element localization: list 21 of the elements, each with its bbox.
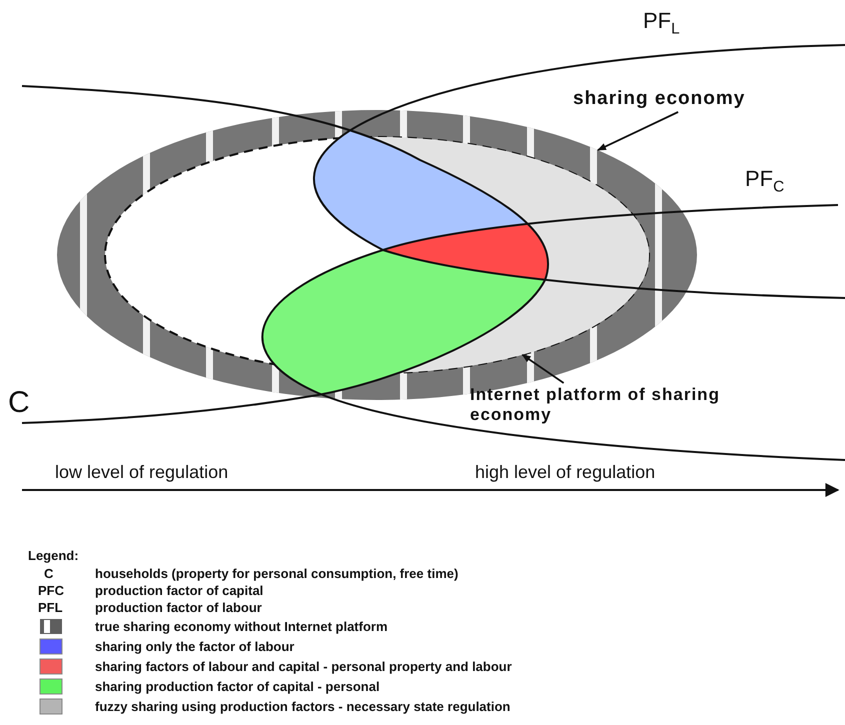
callout-label: Internet platform of sharing economy [470, 385, 720, 424]
legend-key: PFL [38, 600, 63, 615]
legend-text: fuzzy sharing using production factors - necessary state regulation [95, 699, 510, 714]
leader-arrow [597, 111, 679, 151]
axis-label: high level of regulation [475, 462, 656, 483]
legend-text: production factor of labour [95, 600, 262, 615]
legend-text: sharing only the factor of labour [95, 639, 294, 654]
legend-text: true sharing economy without Internet platform [95, 619, 388, 634]
callout-label: sharing economy [573, 88, 838, 110]
curve-label: C [8, 386, 30, 420]
legend-key: PFC [38, 583, 64, 598]
legend-text: sharing factors of labour and capital - personal property and labour [95, 659, 512, 674]
curve-label: PF$_{C}$ [745, 166, 784, 196]
legend-text: production factor of capital [95, 583, 264, 598]
curve-label: PF$_{L}$ [643, 8, 680, 38]
legend-text: households (property for personal consumption, free time) [95, 566, 458, 581]
legend-title: Legend: [28, 548, 79, 563]
dashed-ellipse [104, 136, 650, 374]
axis-label: low level of regulation [55, 462, 228, 483]
legend-text: sharing production factor of capital - personal [95, 679, 380, 694]
legend-key: C [44, 566, 54, 581]
